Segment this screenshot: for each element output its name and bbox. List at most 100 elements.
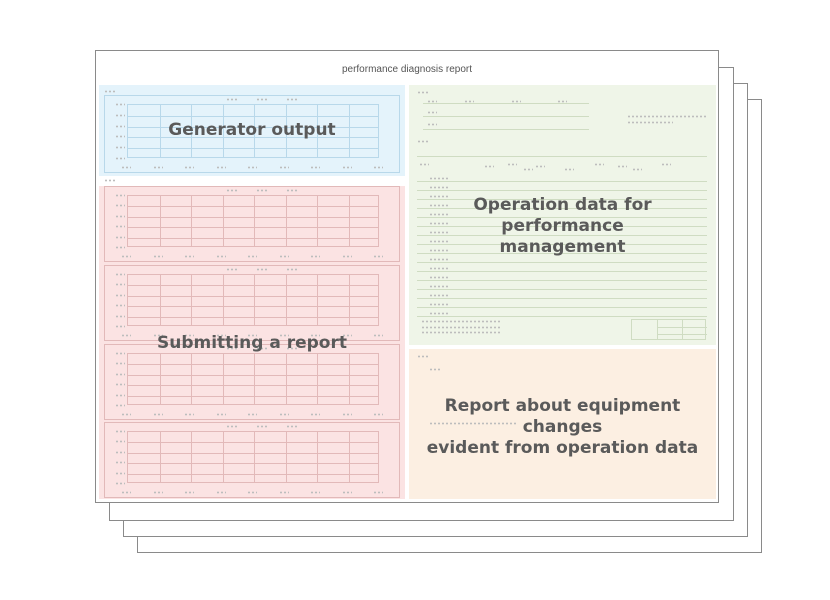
op-row-dots: [429, 303, 449, 306]
header-dots: [286, 189, 298, 192]
op-row-line: [417, 199, 707, 200]
op-footer-dots: [421, 331, 501, 334]
x-tick-dots: [152, 166, 163, 169]
y-tick-dots: [115, 113, 125, 117]
y-tick-dots: [115, 352, 125, 355]
op-row-line: [417, 226, 707, 227]
x-tick-dots: [247, 491, 257, 494]
op-dots: [427, 100, 437, 103]
op-dots: [627, 115, 707, 118]
op-row-dots: [429, 186, 449, 189]
grid-vline: [191, 105, 192, 157]
x-tick-dots: [247, 413, 257, 416]
header-dots: [226, 347, 238, 350]
x-tick-dots: [152, 413, 163, 416]
x-tick-dots: [152, 255, 163, 258]
op-row-line: [417, 289, 707, 290]
x-tick-dots: [184, 413, 194, 416]
x-tick-dots: [184, 166, 194, 169]
y-tick-dots: [115, 450, 125, 454]
grid-vline: [191, 432, 192, 482]
x-tick-dots: [341, 255, 352, 258]
grid-vline: [159, 275, 161, 325]
y-tick-dots: [115, 471, 125, 475]
x-tick-dots: [310, 166, 320, 169]
grid-hline: [128, 137, 378, 139]
op-dots: [419, 163, 429, 166]
x-tick-dots: [341, 334, 352, 337]
op-row-dots: [429, 222, 449, 225]
x-tick-dots: [278, 491, 289, 494]
grid-vline: [159, 354, 161, 404]
corner-dots: [104, 90, 116, 93]
y-tick-dots: [115, 314, 125, 318]
op-row-line: [417, 190, 707, 191]
eq-dots: [429, 422, 517, 425]
x-tick-dots: [278, 413, 289, 416]
op-row-dots: [429, 213, 449, 216]
grid-hline: [128, 374, 378, 376]
x-tick-dots: [215, 413, 226, 416]
x-tick-dots: [373, 255, 383, 258]
op-table: [631, 319, 707, 340]
chart-grid: [127, 274, 379, 326]
op-footer-dots: [421, 326, 501, 329]
grid-vline: [222, 275, 224, 325]
op-row-dots: [429, 204, 449, 207]
x-tick-dots: [215, 166, 226, 169]
op-row-dots: [429, 258, 449, 261]
submitting-report-zone: Submitting a report: [99, 179, 405, 499]
grid-vline: [348, 275, 350, 325]
y-tick-dots: [115, 103, 125, 106]
x-tick-dots: [341, 491, 352, 494]
x-tick-dots: [310, 413, 320, 416]
grid-hline: [128, 206, 378, 208]
op-dots: [484, 165, 494, 168]
chart-panel: [104, 95, 400, 173]
header-dots: [286, 268, 298, 271]
op-dots: [557, 100, 567, 103]
x-tick-dots: [247, 255, 257, 258]
x-tick-dots: [184, 255, 194, 258]
op-row-line: [417, 253, 707, 254]
chart-grid: [127, 431, 379, 483]
op-line: [423, 129, 589, 130]
x-tick-dots: [278, 166, 289, 169]
x-tick-dots: [215, 491, 226, 494]
grid-vline: [254, 432, 255, 482]
generator-output-zone: Generator output: [99, 85, 405, 176]
grid-vline: [348, 432, 350, 482]
header-dots: [286, 347, 298, 350]
x-tick-dots: [373, 166, 383, 169]
x-tick-dots: [373, 491, 383, 494]
grid-hline: [128, 216, 378, 218]
grid-vline: [254, 105, 255, 157]
op-row-line: [417, 298, 707, 299]
x-tick-dots: [215, 255, 226, 258]
x-tick-dots: [121, 166, 131, 169]
x-tick-dots: [152, 491, 163, 494]
op-row-line: [417, 208, 707, 209]
grid-vline: [222, 196, 224, 246]
grid-vline: [159, 432, 161, 482]
op-dots: [564, 168, 574, 171]
op-table-v: [682, 320, 683, 339]
chart-panel: [104, 344, 400, 420]
op-row-dots: [429, 231, 449, 234]
grid-vline: [317, 105, 318, 157]
operation-data-zone: Operation data for performance managemen…: [409, 85, 716, 345]
y-tick-dots: [115, 124, 125, 128]
grid-vline: [317, 354, 318, 404]
x-tick-dots: [121, 491, 131, 494]
y-tick-dots: [115, 325, 125, 328]
y-tick-dots: [115, 393, 125, 397]
y-tick-dots: [115, 440, 125, 444]
grid-hline: [128, 306, 378, 308]
x-tick-dots: [184, 334, 194, 337]
op-dots: [427, 111, 437, 114]
equipment-changes-label: Report about equipment changes evident f…: [426, 396, 699, 458]
op-dots: [427, 123, 437, 126]
y-tick-dots: [115, 283, 125, 287]
op-row-dots: [429, 177, 449, 180]
grid-vline: [285, 105, 287, 157]
